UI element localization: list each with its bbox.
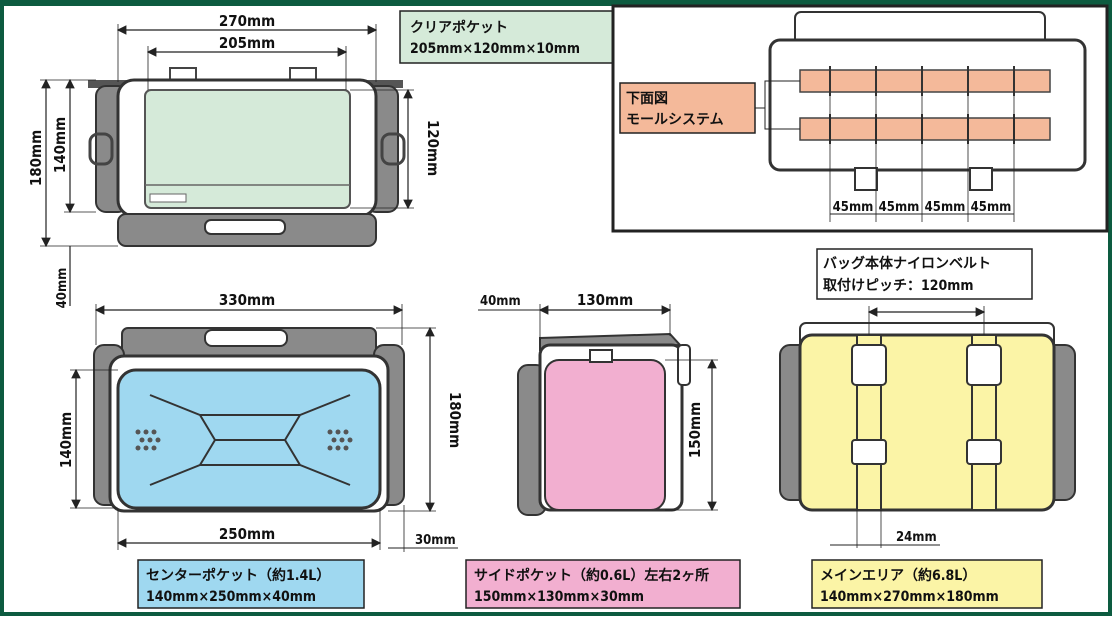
- main-area-line2: 140mm×270mm×180mm: [820, 589, 999, 605]
- belt-buckle-right: [966, 344, 1002, 386]
- front-view-buckle: [204, 329, 288, 347]
- front-dim-30: 30mm: [415, 533, 456, 548]
- side-pocket-line1: サイドポケット（約0.6L）左右2ヶ所: [474, 567, 709, 584]
- clear-pocket-zipper: [149, 193, 187, 203]
- front-view: 330mm 250mm 140mm 180mm 30mm: [57, 291, 464, 552]
- top-view-handle-left: [88, 132, 114, 166]
- side-view: 130mm 40mm 150mm: [478, 291, 718, 516]
- bottom-view-body: [768, 38, 1087, 172]
- top-dim-140: 140mm: [51, 117, 69, 173]
- side-dim-150: 150mm: [686, 402, 704, 458]
- belt-buckle-left: [851, 344, 887, 386]
- side-dim-130: 130mm: [577, 291, 633, 309]
- main-area-line1: メインエリア（約6.8L）: [820, 567, 976, 584]
- clear-pocket-title: クリアポケット: [410, 19, 508, 36]
- top-view-clip-right: [289, 67, 317, 81]
- clear-pocket-size: 205mm×120mm×10mm: [410, 41, 580, 57]
- top-dim-120: 120mm: [424, 120, 442, 176]
- top-view-clip-left: [169, 67, 197, 81]
- molle-strap-upper: [799, 69, 1051, 93]
- bottom-view-title: 下面図: [626, 91, 668, 107]
- clear-pocket-label: クリアポケット 205mm×120mm×10mm: [399, 10, 616, 64]
- back-view: 24mm バッグ本体ナイロンベルト 取付けピッチ：120mm: [779, 248, 1076, 548]
- center-pocket-line2: 140mm×250mm×40mm: [146, 589, 316, 605]
- back-dim-24: 24mm: [896, 530, 937, 545]
- top-view: 270mm 205mm 180mm 140mm 120mm 40mm: [27, 12, 442, 308]
- main-area: [798, 333, 1056, 512]
- pitch-label-2: 45mm: [879, 200, 920, 215]
- pitch-label-1: 45mm: [833, 200, 874, 215]
- top-dim-205: 205mm: [219, 34, 275, 52]
- top-dim-270: 270mm: [219, 12, 275, 30]
- pitch-label-3: 45mm: [925, 200, 966, 215]
- top-dim-40: 40mm: [55, 268, 70, 309]
- belt-label-line2: 取付けピッチ：120mm: [823, 277, 974, 294]
- top-view-buckle: [204, 219, 286, 235]
- bottom-view-subtitle: モールシステム: [626, 112, 724, 128]
- clear-pocket-window: [144, 89, 351, 209]
- front-dim-180: 180mm: [446, 392, 464, 448]
- center-pocket-line1: センターポケット（約1.4L）: [146, 567, 330, 584]
- front-dim-140: 140mm: [57, 412, 75, 468]
- top-dim-180: 180mm: [27, 130, 45, 186]
- side-pocket: [544, 359, 666, 511]
- main-area-label: メインエリア（約6.8L） 140mm×270mm×180mm: [811, 559, 1043, 609]
- pitch-label-4: 45mm: [971, 200, 1012, 215]
- center-pocket-label: センターポケット（約1.4L） 140mm×250mm×40mm: [137, 559, 365, 609]
- front-dim-250: 250mm: [219, 525, 275, 543]
- front-dim-330: 330mm: [219, 291, 275, 309]
- bottom-view-panel: 45mm 45mm 45mm 45mm 下面図 モールシステム: [611, 4, 1109, 233]
- molle-strap-lower: [799, 117, 1051, 141]
- side-dim-40: 40mm: [480, 294, 521, 309]
- side-pocket-label: サイドポケット（約0.6L）左右2ヶ所 150mm×130mm×30mm: [465, 559, 741, 609]
- side-pocket-line2: 150mm×130mm×30mm: [474, 589, 644, 605]
- belt-label-line1: バッグ本体ナイロンベルト: [823, 255, 991, 272]
- top-frame-bar: [0, 0, 1112, 6]
